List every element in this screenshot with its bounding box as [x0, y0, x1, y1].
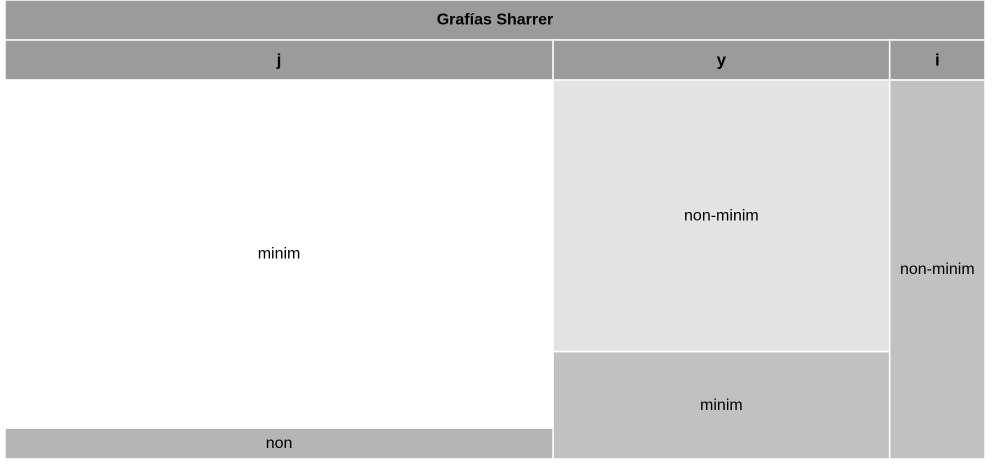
cell-label-y-non-minim: non-minim	[684, 207, 759, 224]
treemap-cell-i-non-minim	[888, 79, 986, 460]
group-label-i: i	[935, 51, 940, 70]
treemap-cell-y-minim	[552, 350, 891, 460]
group-label-j: j	[276, 51, 282, 70]
cell-label-i-non-minim: non-minim	[900, 261, 975, 278]
cell-label-j-minim: minim	[258, 246, 301, 263]
treemap-cell-j-non	[4, 427, 554, 460]
cell-label-j-non: non	[266, 435, 293, 452]
title-band	[4, 0, 986, 41]
treemap-cell-y-non-minim	[552, 79, 891, 353]
chart-title: Grafías Sharrer	[437, 12, 554, 29]
group-header-y	[552, 39, 891, 81]
group-label-y: y	[717, 51, 727, 70]
group-header-i	[888, 39, 986, 81]
cell-label-y-minim: minim	[700, 397, 743, 414]
group-header-j	[4, 39, 554, 81]
